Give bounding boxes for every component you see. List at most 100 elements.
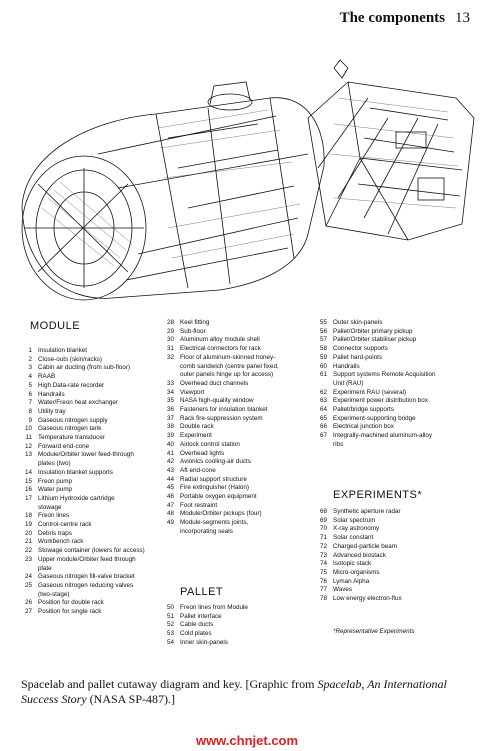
key-label: Handrails xyxy=(38,390,65,398)
key-number: 14 xyxy=(24,468,32,476)
key-label: Solar spectrum xyxy=(333,516,376,524)
key-number: 19 xyxy=(24,521,32,529)
key-label: Upper module/Orbiter feed through xyxy=(38,555,136,563)
key-number: 78 xyxy=(319,595,327,603)
key-label: Double rack xyxy=(180,423,214,431)
key-label: Module-segments joints, xyxy=(180,519,249,527)
key-number: 54 xyxy=(166,638,174,646)
key-label: Fasteners for insulation blanket xyxy=(180,406,268,414)
key-number: 33 xyxy=(166,379,174,387)
key-number: 43 xyxy=(166,466,174,474)
key-label: Insulation blanket supports xyxy=(38,468,113,476)
key-label: Advanced biostack xyxy=(333,551,386,559)
key-number xyxy=(161,528,174,537)
key-number: 16 xyxy=(24,486,32,494)
key-label: Freon lines from Module xyxy=(180,604,248,611)
key-label: Pallet/Orbiter stabiliser pickup xyxy=(333,336,417,344)
key-number xyxy=(19,591,32,600)
key-number: 36 xyxy=(166,406,174,414)
key-number: 68 xyxy=(319,508,327,515)
key-label: Experiment-supporting bridge xyxy=(333,414,416,422)
key-label: (two-stage) xyxy=(38,590,70,598)
key-number: 67 xyxy=(319,432,327,440)
caption-book-title: Spacelab, An International Success Story xyxy=(21,677,447,706)
key-label: Inner skin-panels xyxy=(180,638,228,646)
key-number: 10 xyxy=(24,425,32,433)
key-number: 24 xyxy=(24,573,32,581)
key-number: 17 xyxy=(24,494,32,502)
figure-caption: Spacelab and pallet cutaway diagram and … xyxy=(21,677,461,707)
key-label: Viewport xyxy=(180,388,205,396)
key-label: Pallet hard-points xyxy=(333,353,383,361)
key-entry: stowage xyxy=(19,504,145,513)
key-number: 9 xyxy=(28,416,32,424)
key-label: Electrical connectors for rack xyxy=(180,345,261,353)
key-entry: 38 Double rack xyxy=(161,423,279,432)
key-label: Cable ducts xyxy=(180,621,214,629)
key-entry: 36 Fasteners for insulation blanket xyxy=(161,406,279,415)
key-label: Cold plates xyxy=(180,630,212,638)
key-number: 20 xyxy=(24,529,32,537)
experiments-heading: EXPERIMENTS* xyxy=(333,489,423,501)
key-label: Gaseous nitrogen tank xyxy=(38,425,102,433)
spacelab-cutaway-illustration xyxy=(21,59,475,301)
key-number: 23 xyxy=(24,555,32,563)
key-label: Position for single rack xyxy=(38,608,102,616)
key-number: 37 xyxy=(166,414,174,422)
key-label: Water pump xyxy=(38,486,73,494)
key-label: Cabin air ducting (from sub-floor) xyxy=(38,364,131,372)
key-number: 40 xyxy=(166,440,174,448)
key-label: comb sandwich (centre panel fixed, xyxy=(180,362,279,370)
key-number: 12 xyxy=(24,442,32,450)
key-number xyxy=(19,565,32,574)
watermark: www.chnjet.com xyxy=(195,733,299,748)
key-entry: ribs xyxy=(314,441,436,450)
key-entry: comb sandwich (centre panel fixed, xyxy=(161,363,279,372)
key-number xyxy=(161,371,174,380)
key-number: 28 xyxy=(166,319,174,326)
key-entry: 54 Inner skin-panels xyxy=(161,639,248,648)
key-label: RAAB xyxy=(38,373,56,381)
key-label: Lyman Alpha xyxy=(333,577,370,585)
key-label: Pallet/bridge supports xyxy=(333,406,394,414)
key-number: 65 xyxy=(319,414,327,422)
representative-note: *Representative Experiments xyxy=(333,628,415,635)
key-number: 18 xyxy=(24,512,32,520)
key-label: Support systems Remote Acquisition xyxy=(333,371,436,379)
key-number: 58 xyxy=(319,345,327,353)
key-label: Electrical junction box xyxy=(333,423,394,431)
key-number: 38 xyxy=(166,423,174,431)
key-label: Aluminum alloy module shell xyxy=(180,336,260,344)
key-label: Debris traps xyxy=(38,529,72,537)
key-number: 74 xyxy=(319,560,327,568)
key-entry: 59 Pallet hard-points xyxy=(314,354,436,363)
key-label: Waves xyxy=(333,586,353,594)
key-label: Freon pump xyxy=(38,477,72,485)
key-number: 59 xyxy=(319,353,327,361)
caption-text: Spacelab and pallet cutaway diagram and … xyxy=(21,677,318,691)
key-label: Isotopic stack xyxy=(333,560,372,568)
